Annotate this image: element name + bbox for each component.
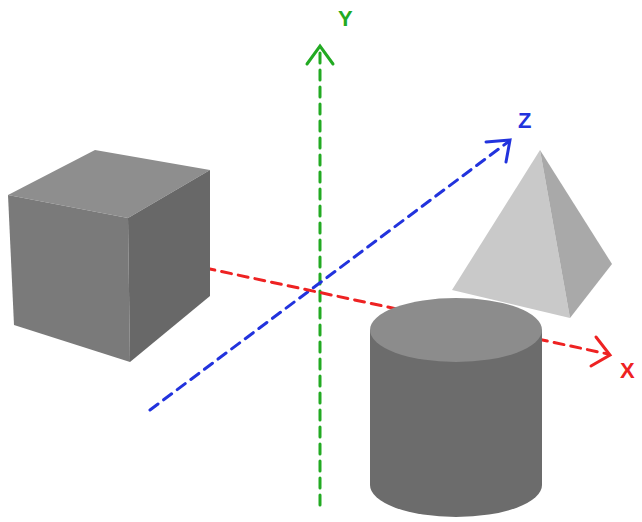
cylinder [370,298,542,517]
axis-label: Z [518,110,531,132]
y-axis [319,48,322,505]
y-arrowhead [307,46,333,64]
axis-label: X [620,360,635,382]
cube [8,150,210,362]
x-arrowhead [591,337,610,366]
pyramid [452,150,612,318]
axis-label: Y [338,8,353,30]
z-arrowhead [486,140,510,162]
